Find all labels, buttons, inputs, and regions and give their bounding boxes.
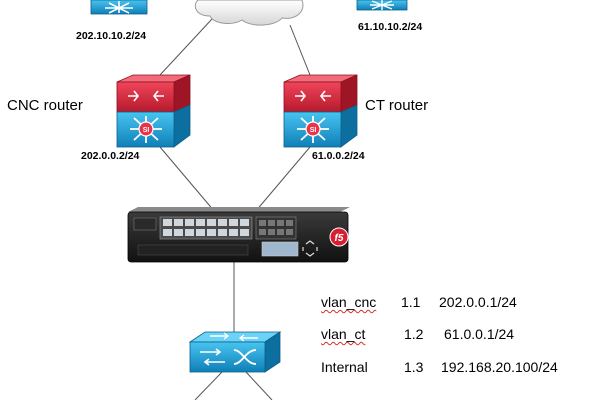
vlan-name: vlan_cnc [321, 294, 377, 310]
vlan-ip: 202.0.0.1/24 [439, 294, 517, 310]
ct-router-icon: SI [283, 74, 358, 148]
vlan-ip: 192.168.20.100/24 [441, 359, 558, 375]
vlan-ip: 61.0.0.1/24 [444, 326, 515, 342]
vlan-name: Internal [321, 359, 368, 375]
svg-text:SI: SI [143, 127, 150, 134]
link-cnc-f5 [159, 146, 216, 213]
internal-switch-icon [188, 331, 282, 373]
cnc-router-ip-label: 202.0.0.2/24 [81, 150, 140, 162]
link-switch-left [194, 371, 223, 400]
vlan-port: 1.3 [404, 359, 424, 375]
f5-load-balancer-icon: f5 [127, 207, 350, 263]
top-right-switch-ip-label: 61.10.10.2/24 [358, 21, 423, 33]
cnc-router-label: CNC router [7, 97, 83, 114]
connection-lines [159, 4, 311, 400]
link-cloud-ct [289, 24, 311, 76]
top-left-switch-icon [90, 0, 148, 15]
cnc-router-icon: SI [116, 74, 191, 148]
link-ct-f5 [254, 146, 311, 213]
vlan-port: 1.2 [404, 326, 424, 342]
top-left-switch-ip-label: 202.10.10.2/24 [76, 30, 147, 42]
ct-router-ip-label: 61.0.0.2/24 [312, 150, 365, 162]
svg-text:SI: SI [310, 127, 317, 134]
ct-router-label: CT router [365, 97, 429, 114]
internet-cloud [194, 0, 304, 26]
vlan-name: vlan_ct [321, 326, 366, 342]
f5-logo-text: f5 [335, 233, 344, 244]
top-right-switch-icon [356, 0, 408, 11]
link-switch-right [245, 371, 273, 400]
vlan-port: 1.1 [401, 294, 421, 310]
